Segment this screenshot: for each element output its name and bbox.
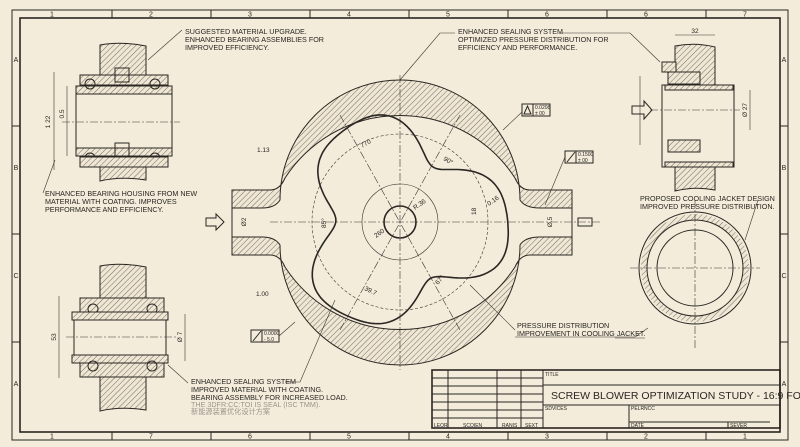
svg-text:BEARING ASSEMBLY FOR INCREASED: BEARING ASSEMBLY FOR INCREASED LOAD. [191,393,348,402]
dim-lobe-397: 39.7 [363,285,378,297]
zone-bottom: 7 [149,434,153,441]
svg-text:0.1500: 0.1500 [578,152,594,158]
tolerance-frame-2: 0.1500 ± 00 [544,150,594,206]
zone-bottom: 1 [50,434,54,441]
svg-text:SCOIEN: SCOIEN [463,423,483,429]
svg-text:ENHANCED BEARING HOUSING FROM: ENHANCED BEARING HOUSING FROM NEW [45,189,197,198]
svg-text:IMPROVED PRESSURE DISTRIBUTION: IMPROVED PRESSURE DISTRIBUTION. [640,202,775,211]
bearing-assembly-top-left [53,29,183,182]
svg-text:SEXT: SEXT [525,423,538,429]
svg-text:0.0000: 0.0000 [264,331,280,337]
dim-lobe-18: 18 [471,207,478,215]
svg-text:PRESSURE DISTRIBUTION: PRESSURE DISTRIBUTION [517,321,609,330]
zone-bottom: 3 [545,434,549,441]
svg-text:THE 3DFR:CC:TOI IS SEAL (ISC T: THE 3DFR:CC:TOI IS SEAL (ISC TMM). [191,400,320,409]
dim-bottom-left-height: 53 [51,333,58,341]
svg-text:MATERIAL WITH COATING. IMPROVE: MATERIAL WITH COATING. IMPROVES [45,197,177,206]
inlet-arrow-icon [205,212,225,232]
seal-assembly-top-right [629,32,751,192]
svg-text:OPTIMIZED PRESSURE DISTRIBUTIO: OPTIMIZED PRESSURE DISTRIBUTION FOR [458,35,609,44]
zone-right: A [782,57,787,64]
svg-text:SUGGESTED MATERIAL UPGRADE.: SUGGESTED MATERIAL UPGRADE. [185,27,307,36]
zone-left: C [13,273,18,280]
svg-text:SEVER: SEVER [730,423,747,429]
zone-left: B [14,165,19,172]
dim-top-right-bore: Ø 27 [742,103,749,117]
zone-right: B [782,165,787,172]
dim-angle-85: 85° [320,218,328,228]
svg-text:RANIS: RANIS [502,423,518,429]
svg-text:DATE: DATE [631,423,645,429]
dim-lobe-770: 770 [360,138,373,150]
zone-right: A [782,381,787,388]
dim-port-bottom-offset: 1.00 [256,291,269,298]
svg-text:新能源装置优化设计方案: 新能源装置优化设计方案 [191,407,270,416]
dim-angle-90: 90° [442,155,455,167]
zone-bottom: 2 [644,434,648,441]
blower-casing-section [231,75,600,370]
svg-text:EFFICIENCY AND PERFORMANCE.: EFFICIENCY AND PERFORMANCE. [458,43,577,52]
zone-left: A [14,381,19,388]
svg-text:LEOR: LEOR [434,423,448,429]
outlet-arrow-icon [577,217,593,227]
note-material-upgrade: SUGGESTED MATERIAL UPGRADE. ENHANCED BEA… [185,27,324,52]
svg-text:ENHANCED SEALING SYSTEM: ENHANCED SEALING SYSTEM [458,27,563,36]
svg-text:IMPROVEMENT IN COOLING JACKET.: IMPROVEMENT IN COOLING JACKET. [517,329,645,338]
note-bearing-housing: ENHANCED BEARING HOUSING FROM NEW MATERI… [45,189,197,214]
zone-top: 1 [50,12,54,19]
leader-lines [42,32,649,383]
dim-radius-r36: R.36 [412,198,428,212]
note-sealing-top: ENHANCED SEALING SYSTEM OPTIMIZED PRESSU… [458,27,609,52]
sheet-frame [11,9,789,441]
svg-text:PROPOSED COOLING JACKET DESIGN: PROPOSED COOLING JACKET DESIGN [640,194,775,203]
dim-angle-67: 67° [433,273,446,286]
svg-text:ENHANCED BEARING ASSEMBLIES FO: ENHANCED BEARING ASSEMBLIES FOR [185,35,324,44]
zone-top: 5 [446,12,450,19]
zone-top: 4 [347,12,351,19]
zone-right: C [781,273,786,280]
dim-port-top-offset: 1.13 [257,147,270,154]
svg-text:IMPROVED MATERIAL WITH COATING: IMPROVED MATERIAL WITH COATING. [191,385,323,394]
dim-top-left-inner: 0.5 [59,109,66,118]
zone-left: A [14,57,19,64]
dim-port-left: Ø2 [241,217,248,226]
zone-top: 7 [743,12,747,19]
dim-top-right-width: 32 [691,28,699,35]
note-pressure: PRESSURE DISTRIBUTION IMPROVEMENT IN COO… [517,321,645,338]
drawing-title: SCREW BLOWER OPTIMIZATION STUDY - 16:9 F… [551,390,800,402]
tolerance-frame-1: 0.0208 ± 00 [502,103,551,131]
tolerance-frame-3: 0.0000 - 5.0 [250,321,296,343]
svg-text:IMPROVED EFFICIENCY.: IMPROVED EFFICIENCY. [185,43,269,52]
note-cooling: PROPOSED COOLING JACKET DESIGN IMPROVED … [640,194,775,211]
svg-text:SDVICES: SDVICES [545,406,568,412]
dim-dia-260: 260 [373,227,386,239]
dim-lobe-016: 0.16 [486,194,501,207]
svg-text:ENHANCED SEALING SYSTEM: ENHANCED SEALING SYSTEM [191,377,296,386]
dim-bottom-left-bore: Ø 7 [177,331,184,342]
svg-text:0.0208: 0.0208 [535,105,551,111]
cooling-jacket-section [615,199,760,348]
svg-text:PERFORMANCE AND EFFICIENCY.: PERFORMANCE AND EFFICIENCY. [45,205,163,214]
svg-text:PELRNCC: PELRNCC [631,406,655,412]
note-sealing-bottom: ENHANCED SEALING SYSTEM IMPROVED MATERIA… [191,377,348,416]
zone-bottom: 5 [347,434,351,441]
zone-top: 2 [149,12,153,19]
dim-top-left-outer: 1 22 [45,115,52,128]
svg-text:± 00: ± 00 [578,158,588,164]
dim-port-right: Ø.5 [547,216,554,227]
svg-text:± 00: ± 00 [535,111,545,117]
zone-bottom: 6 [248,434,252,441]
zone-top: 6 [644,12,648,19]
title-block: TITLE SCREW BLOWER OPTIMIZATION STUDY - … [431,369,800,429]
zone-top: 3 [248,12,252,19]
flow-arrow-icon [631,99,653,121]
zone-top: 6 [545,12,549,19]
svg-text:- 5.0: - 5.0 [264,337,274,343]
zone-bottom: 4 [446,434,450,441]
bearing-assembly-bottom-left [58,263,189,412]
title-label: TITLE [545,372,559,378]
zone-bottom: 1 [743,434,747,441]
